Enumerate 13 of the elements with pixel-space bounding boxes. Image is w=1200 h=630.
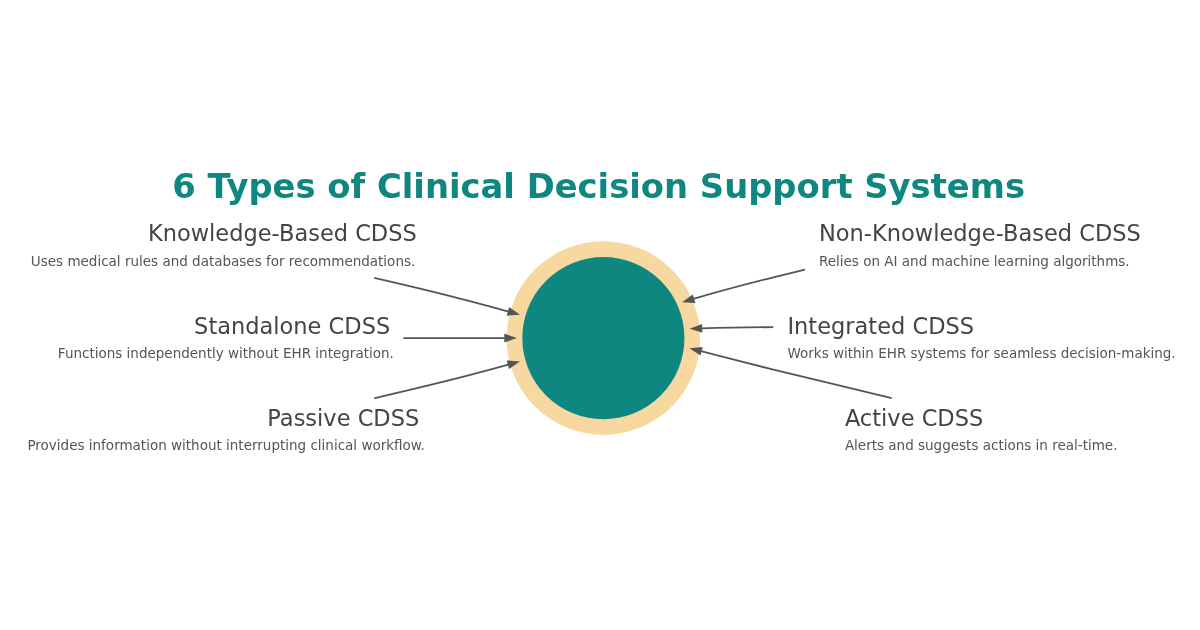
- arrow: [373, 277, 521, 316]
- node-text: Non-Knowledge-Based CDSS Relies on AI and machine learning algorithms.: [818, 220, 1141, 269]
- node-text: Integrated CDSS Works within EHR systems for seamless decision-making.: [787, 312, 1176, 361]
- node-text: Knowledge-Based CDSS Uses medical rules and databases for recommendations.: [30, 220, 417, 269]
- node-text: Passive CDSS Provides information without interrupting clinical workflow.: [27, 404, 425, 454]
- arrow: [689, 346, 893, 400]
- diagram-title: 6 Types of Clinical Decision Support Systems: [172, 166, 1026, 206]
- arrow: [402, 333, 517, 343]
- node-text: Active CDSS Alerts and suggests actions in real-time.: [844, 404, 1118, 454]
- arrow: [689, 323, 775, 333]
- node-text: Standalone CDSS Functions independently without EHR integration.: [57, 312, 394, 361]
- arrow: [373, 360, 521, 400]
- arrow: [682, 268, 806, 303]
